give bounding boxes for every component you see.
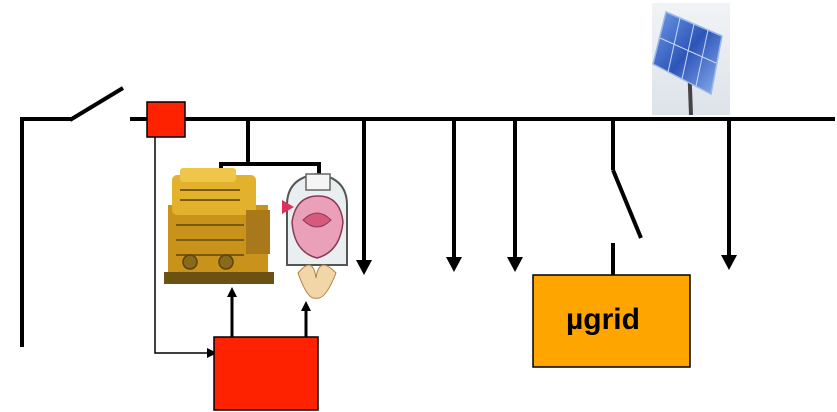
solar-panel-icon [652, 3, 730, 116]
gas-turbine-icon [282, 172, 348, 299]
main-switch [68, 86, 125, 122]
generation-controller-box [213, 336, 319, 411]
microgrid-label: µgrid [566, 303, 640, 336]
microgrid-switch [611, 119, 643, 275]
bus-control-box [146, 101, 186, 138]
load-feeder [721, 119, 737, 270]
microgrid-box [532, 274, 691, 368]
utility-feed [20, 117, 72, 347]
load-feeder [507, 119, 523, 272]
diesel-generator-icon [164, 168, 274, 284]
load-feeder [356, 119, 372, 275]
control-signal-line [154, 137, 217, 358]
load-feeder [446, 119, 462, 272]
